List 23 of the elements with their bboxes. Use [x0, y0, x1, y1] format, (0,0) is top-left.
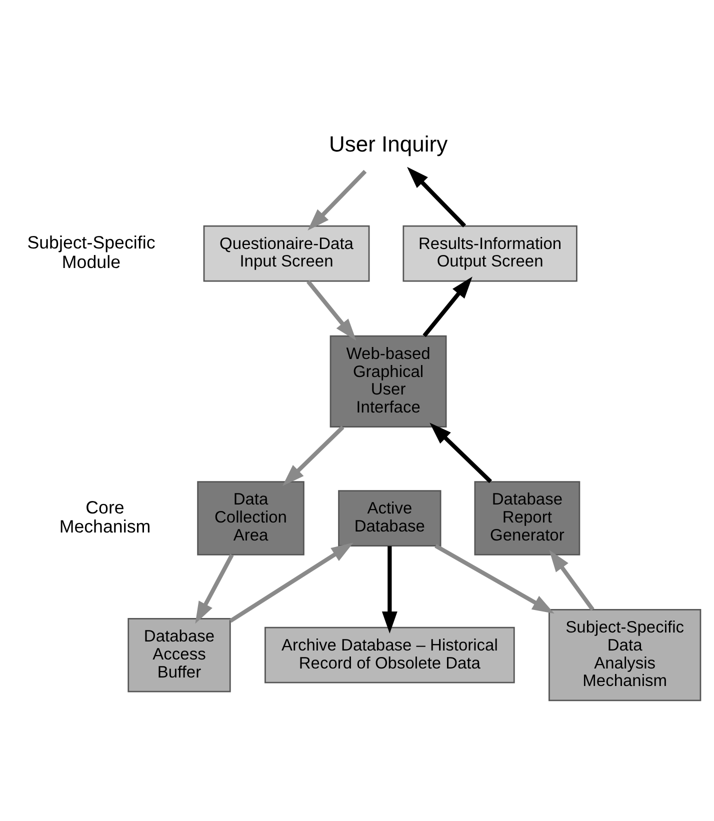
- arrow: [434, 544, 554, 614]
- arrow: [308, 169, 367, 230]
- node-box: Questionaire-Data Input Screen: [203, 224, 370, 282]
- node-box: Web-based Graphical User Interface: [330, 334, 447, 427]
- arrow: [282, 425, 344, 486]
- node-text: User Inquiry: [328, 130, 448, 156]
- arrow: [422, 276, 472, 337]
- node-box: Results-Information Output Screen: [402, 224, 578, 282]
- arrow: [430, 422, 492, 483]
- node-box: Subject-Specific Data Analysis Mechanism: [548, 608, 702, 701]
- node-box: Database Report Generator: [474, 480, 580, 555]
- arrow: [382, 546, 398, 634]
- arrow: [549, 549, 594, 610]
- arrow: [306, 280, 356, 340]
- node-box: Database Access Buffer: [128, 617, 231, 692]
- arrow: [229, 542, 354, 622]
- node-box: Archive Database – Historical Record of Obsolete Data: [264, 626, 515, 683]
- node-box: Data Collection Area: [197, 480, 304, 555]
- label: Core Mechanism: [59, 496, 151, 536]
- node-box: Active Database: [338, 490, 442, 546]
- arrow: [195, 553, 234, 624]
- arrow: [407, 166, 466, 227]
- label: Subject-Specific Module: [27, 232, 156, 272]
